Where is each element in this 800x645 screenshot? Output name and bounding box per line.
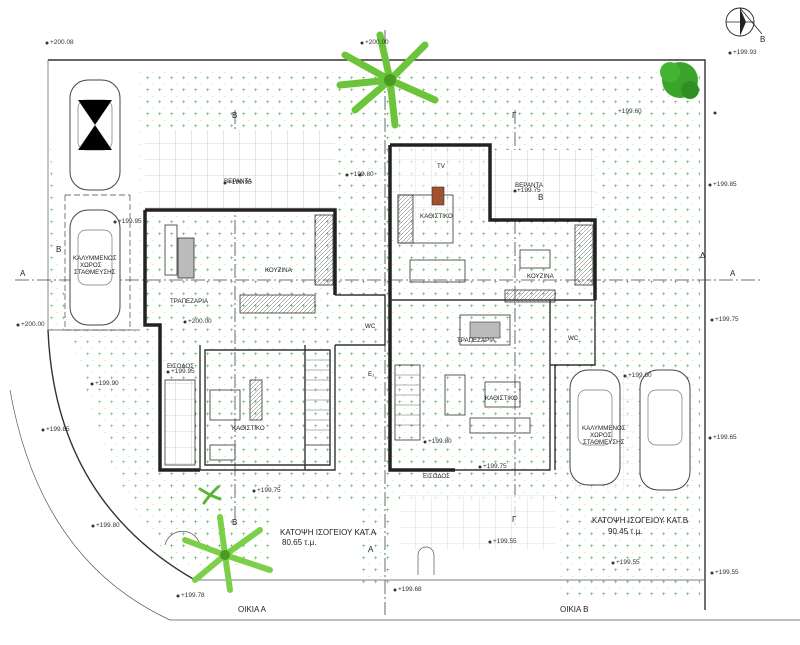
- kitchen-b-label: ΚΟΥΖΙΝΑ: [527, 273, 555, 280]
- parking-a-line3: ΣΤΑΘΜΕΥΣΗΣ: [74, 269, 116, 276]
- house-b-name: ΟΙΚΙΑ Β: [560, 605, 588, 614]
- entrance-a-label: ΕΙΣΟΔΟΣ: [167, 363, 194, 370]
- section-mark-g-top: Γ: [512, 111, 517, 120]
- parking-a-line2: ΧΩΡΟΣ: [80, 262, 102, 269]
- palm-tree-top: [336, 31, 439, 129]
- car-top-3: [569, 369, 621, 486]
- parking-a-line1: ΚΑΛΥΜΜΕΝΟΣ: [73, 255, 117, 262]
- house-b-stairs: [394, 364, 421, 441]
- section-mark-b-right: B: [538, 193, 543, 202]
- tv-b-label: TV: [437, 163, 446, 170]
- level-l13: +199.95: [171, 368, 195, 375]
- level-l21: +199.75: [483, 463, 507, 470]
- living-top-b-label: ΚΑΘΙΣΤΙΚΟ: [420, 213, 453, 220]
- level-l27: +199.60: [628, 372, 652, 379]
- wc-b-label: WC: [568, 335, 579, 342]
- level-l8: +199.60: [618, 108, 642, 115]
- level-l22: +199.55: [493, 538, 517, 545]
- veranda-a-label: ΒΕΡΑΝΤΑ: [224, 178, 253, 185]
- level-l7: +199.75: [517, 187, 541, 194]
- parking-b-line3: ΣΤΑΘΜΕΥΣΗΣ: [583, 439, 625, 446]
- living-a-label: ΚΑΘΙΣΤΙΚΟ: [232, 425, 265, 432]
- section-mark-e1: E₁: [368, 371, 374, 378]
- level-l5: +199.95: [228, 179, 252, 186]
- house-a-walls: [143, 208, 386, 472]
- dining-b-label: ΤΡΑΠΕΖΑΡΙΑ: [457, 337, 496, 344]
- car-top-2: [69, 209, 121, 326]
- parking-b-line1: ΚΑΛΥΜΜΕΝΟΣ: [582, 425, 626, 432]
- level-l11: +200.00: [21, 321, 45, 328]
- entrance-b-label: ΕΙΣΟΔΟΣ: [423, 473, 450, 480]
- section-mark-a-bottom: A: [368, 545, 374, 554]
- section-mark-a-left: A: [20, 269, 26, 278]
- level-markers: [16, 41, 732, 598]
- level-l14: +199.90: [95, 380, 119, 387]
- small-palm: [198, 485, 222, 505]
- north-marker-label: B: [760, 35, 765, 44]
- section-mark-b-top: B: [232, 111, 237, 120]
- level-l18: +199.75: [257, 487, 281, 494]
- living-b-label: ΚΑΘΙΣΤΙΚΟ: [485, 395, 518, 402]
- north-arrow: [725, 7, 763, 37]
- level-l16: +199.80: [96, 522, 120, 529]
- site-boundary: [9, 59, 800, 621]
- level-l19: +199.68: [398, 586, 422, 593]
- level-l26: +199.65: [713, 434, 737, 441]
- palm-tree-bottom: [182, 514, 273, 593]
- dining-a-label: ΤΡΑΠΕΖΑΡΙΑ: [170, 298, 209, 305]
- level-l3: +199.93: [733, 49, 757, 56]
- house-a-stairs: [164, 349, 331, 466]
- level-l2: +200.00: [365, 39, 389, 46]
- section-mark-a-right: A: [730, 269, 736, 278]
- level-l15: +199.85: [46, 426, 70, 433]
- level-l4: +199.95: [118, 218, 142, 225]
- veranda-b-label: ΒΕΡΑΝΤΑ: [515, 182, 544, 189]
- plan-title-b: ΚΑΤΟΨΗ ΙΣΟΓΕΙΟΥ ΚΑΤ.Β: [592, 516, 688, 525]
- level-l6: +199.80: [350, 171, 374, 178]
- house-a-name: ΟΙΚΙΑ Α: [238, 605, 267, 614]
- bush-tree: [660, 62, 699, 99]
- plan-area-a: 80.65 τ.μ.: [282, 538, 316, 547]
- entrance-paths: [164, 495, 555, 575]
- wc-a-label: WC: [365, 323, 376, 330]
- level-l12: +200.00: [188, 318, 212, 325]
- car-top-4: [639, 369, 691, 491]
- level-l20: +199.80: [428, 438, 452, 445]
- plan-title-a: ΚΑΤΟΨΗ ΙΣΟΓΕΙΟΥ ΚΑΤ.Α: [280, 528, 377, 537]
- level-l25: +199.75: [715, 316, 739, 323]
- house-b-walls: [388, 143, 597, 472]
- level-l1: +200.08: [50, 39, 74, 46]
- section-mark-d: Δ: [700, 251, 706, 260]
- parking-b-line2: ΧΩΡΟΣ: [590, 432, 612, 439]
- plan-area-b: 90.45 τ.μ.: [608, 527, 642, 536]
- section-mark-b-bottom: B: [232, 518, 237, 527]
- kitchen-a-label: ΚΟΥΖΙΝΑ: [265, 267, 293, 274]
- level-l9: +199.85: [713, 181, 737, 188]
- level-l23: +199.55: [616, 559, 640, 566]
- section-mark-g-bottom: Γ: [512, 515, 517, 524]
- section-mark-b-left: B: [56, 245, 61, 254]
- level-l28: +199.55: [715, 569, 739, 576]
- car-top-1: [69, 79, 121, 191]
- level-l17: +199.78: [181, 592, 205, 599]
